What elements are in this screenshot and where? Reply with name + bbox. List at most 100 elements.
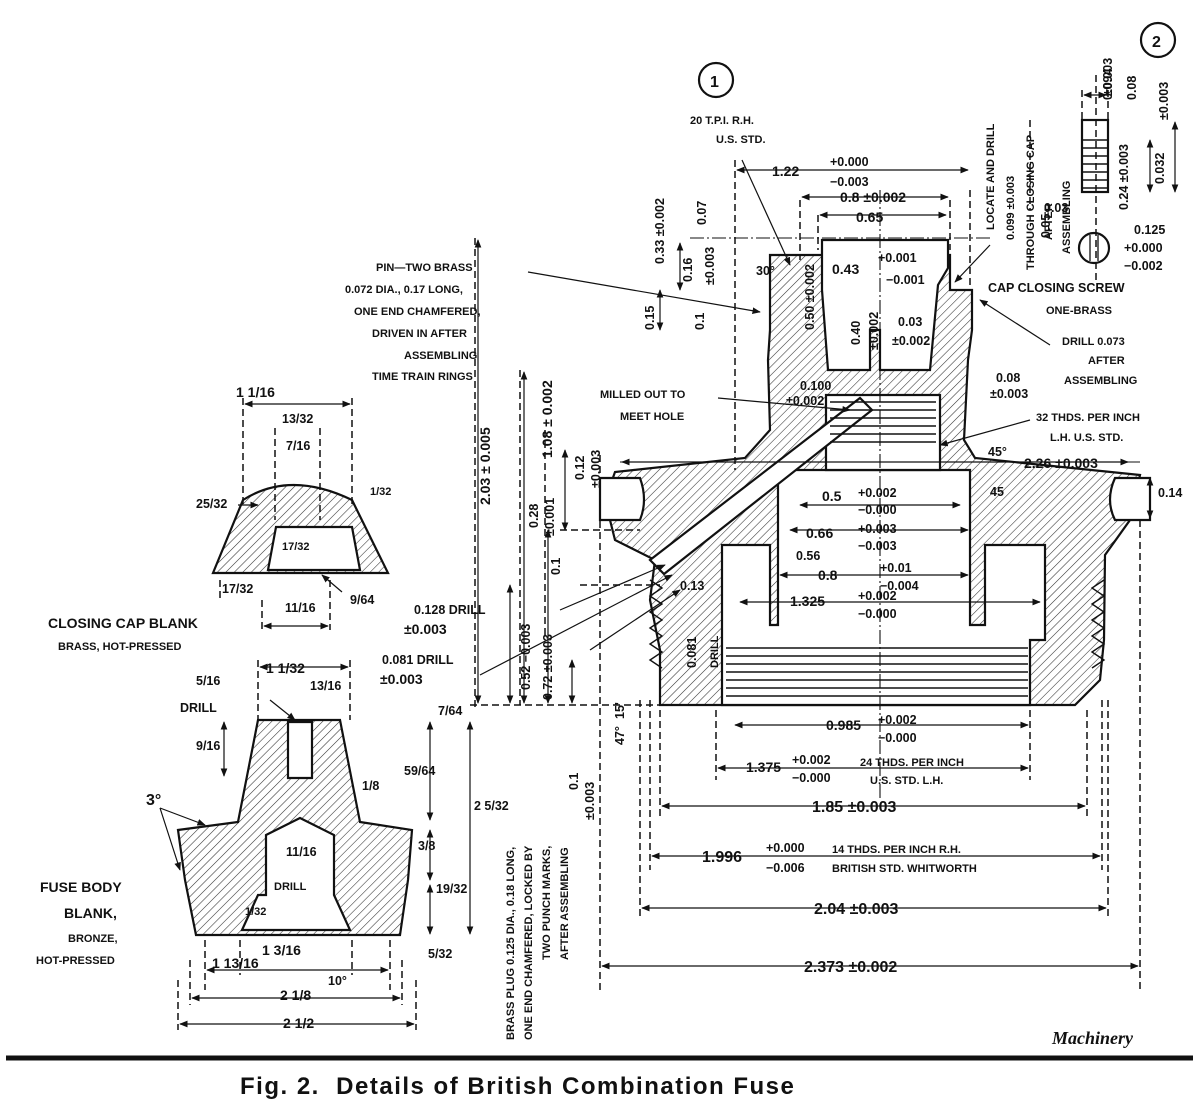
note-thread-inner-2: L.H. U.S. STD.: [1050, 432, 1123, 444]
view-marker-1-label: 1: [710, 74, 719, 91]
fuse-body-blank-drill: [286, 720, 314, 780]
dim-0-1: 0.1: [693, 313, 707, 330]
dim-0-8b: 0.8: [818, 567, 838, 583]
screw-dim-0-125-tol-plus: +0.000: [1124, 241, 1163, 255]
note-thread-bottom-2: U.S. STD. L.H.: [870, 775, 943, 787]
dim-0-07: 0.07: [695, 201, 709, 225]
dim-0-5-tol-plus: +0.002: [858, 486, 897, 500]
dim-0-985-tol-minus: −0.000: [878, 731, 917, 745]
note-brass-plug-3: TWO PUNCH MARKS,: [541, 846, 553, 960]
dim-0-40-tol: ±0.002: [867, 312, 881, 350]
dim-0-5: 0.5: [822, 488, 842, 504]
dim-0-985-tol-plus: +0.002: [878, 713, 917, 727]
note-thread-outer-1: 14 THDS. PER INCH R.H.: [832, 844, 961, 856]
fuse-body-threads: [648, 401, 1106, 697]
fuse-body-extension-lines: [470, 160, 1141, 990]
note-pin-4: DRIVEN IN AFTER: [372, 328, 467, 340]
cap-blank-top-inner: 13/32: [282, 412, 313, 426]
note-drill-073-2: AFTER: [1088, 355, 1125, 367]
dim-0-66: 0.66: [806, 525, 833, 541]
dim-0-50: 0.50 ±0.002: [803, 264, 817, 330]
note-brass-plug: BRASS PLUG 0.125 DIA., 0.18 LONG, ONE EN…: [505, 845, 571, 1040]
body-blank-title-2: BLANK,: [64, 905, 117, 921]
dim-0-52: 0.52 −0.003: [519, 624, 533, 690]
note-milled-2: MEET HOLE: [620, 411, 684, 423]
dim-1-996: 1.996: [702, 849, 742, 866]
fuse-body-blank: [159, 660, 474, 1030]
fuse-body-right-notch: [1108, 476, 1152, 522]
body-blank-inner-drill: DRILL: [274, 881, 307, 893]
body-blank-bottom-inner: 1 3/16: [262, 942, 301, 958]
dim-1-375: 1.375: [746, 759, 781, 775]
dim-1-22-tol-plus: +0.000: [830, 155, 869, 169]
view-markers: [697, 21, 1177, 99]
body-blank-upper-height: 59/64: [404, 764, 435, 778]
screw-dim-0-24: 0.24 ±0.003: [1117, 144, 1131, 210]
body-blank-base-angle: 10°: [328, 974, 347, 988]
body-blank-bottom-outer: 1 13/16: [212, 955, 259, 971]
note-milled-1: MILLED OUT TO: [600, 389, 686, 401]
dim-1-22-tol-minus: −0.003: [830, 175, 869, 189]
dim-0-28-tol: ±0.001: [543, 498, 557, 536]
dim-0-72: 0.72 ±0.003: [541, 634, 555, 700]
note-drill-073-1: DRILL 0.073: [1062, 336, 1125, 348]
dim-0-081: 0.081: [685, 637, 699, 668]
dim-drill: DRILL: [709, 635, 721, 668]
screw-dim-0-125-tol-minus: −0.002: [1124, 259, 1163, 273]
note-thread-outer-2: BRITISH STD. WHITWORTH: [832, 863, 977, 875]
note-drill-128-2: ±0.003: [404, 621, 447, 637]
dim-0-985: 0.985: [826, 717, 861, 733]
dim-0-100: 0.100: [800, 379, 831, 393]
body-blank-title-3: BRONZE,: [68, 933, 118, 945]
body-blank-neck: 13/16: [310, 679, 341, 693]
dim-0-5-tol-minus: −0.000: [858, 503, 897, 517]
cap-blank-top-width: 1 1/16: [236, 384, 275, 400]
dim-1-375-tol-minus: −0.000: [792, 771, 831, 785]
dim-0-12: 0.12: [573, 456, 587, 480]
body-blank-height-total: 2 5/32: [474, 799, 509, 813]
body-blank-angle: 3°: [146, 792, 161, 809]
note-cap-screw-1: CAP CLOSING SCREW: [988, 281, 1125, 295]
dim-2-04: 2.04 ±0.003: [814, 901, 899, 918]
dim-1-375-tol-plus: +0.002: [792, 753, 831, 767]
dim-0-28: 0.28: [527, 504, 541, 528]
body-blank-drill-depth: 9/16: [196, 739, 220, 753]
dim-0-43-tol-plus: +0.001: [878, 251, 917, 265]
cap-closing-screw-detail: [1029, 75, 1179, 280]
dim-0-1a: 0.1: [549, 558, 563, 575]
cap-blank-chamfer: 9/64: [350, 593, 374, 607]
note-thread-bottom-1: 24 THDS. PER INCH: [860, 757, 964, 769]
dim-0-14: 0.14: [1158, 486, 1182, 500]
cap-blank-lip: 1/32: [370, 486, 391, 498]
dim-45-b: 45: [990, 485, 1004, 499]
dim-2-26: 2.26 ±0.003: [1024, 455, 1098, 471]
note-thread-inner-1: 32 THDS. PER INCH: [1036, 412, 1140, 424]
dim-0-03-tol: ±0.002: [892, 334, 930, 348]
note-brass-plug-4: AFTER ASSEMBLING: [559, 847, 571, 960]
dim-0-13: 0.13: [680, 579, 704, 593]
dim-0-33: 0.33 ±0.002: [653, 198, 667, 264]
dim-0-100-tol: ±0.002: [786, 394, 824, 408]
note-locate-drill-5: ASSEMBLING: [1061, 181, 1073, 254]
dim-0-12-tol: ±0.003: [589, 450, 603, 488]
dim-0-15: 0.15: [643, 306, 657, 330]
body-blank-top-width: 1 1/32: [266, 660, 305, 676]
dim-0-43-tol-minus: −0.001: [886, 273, 925, 287]
dim-0-56: 0.56: [796, 549, 820, 563]
view-marker-2-label: 2: [1152, 34, 1161, 51]
body-blank-recess: 19/32: [436, 882, 467, 896]
cap-blank-top-core: 7/16: [286, 439, 310, 453]
screw-dim-0-032: 0.032: [1153, 153, 1167, 184]
screw-dim-0-08: 0.08: [1125, 76, 1139, 100]
body-blank-taper: 1/8: [362, 779, 379, 793]
dim-15-min: 15': [613, 702, 627, 719]
dim-1-325-tol-minus: −0.000: [858, 607, 897, 621]
note-pin-3: ONE END CHAMFERED,: [354, 306, 481, 318]
fuse-body-blank-bore: [240, 816, 352, 932]
body-blank-recess-side: 1/32: [245, 906, 266, 918]
dim-1-325: 1.325: [790, 593, 825, 609]
note-pin-2: 0.072 DIA., 0.17 LONG,: [345, 284, 463, 296]
dim-47-deg: 47°: [613, 726, 627, 745]
body-blank-mid: 3/8: [418, 839, 435, 853]
fuse-body-leaders: [479, 159, 1051, 676]
